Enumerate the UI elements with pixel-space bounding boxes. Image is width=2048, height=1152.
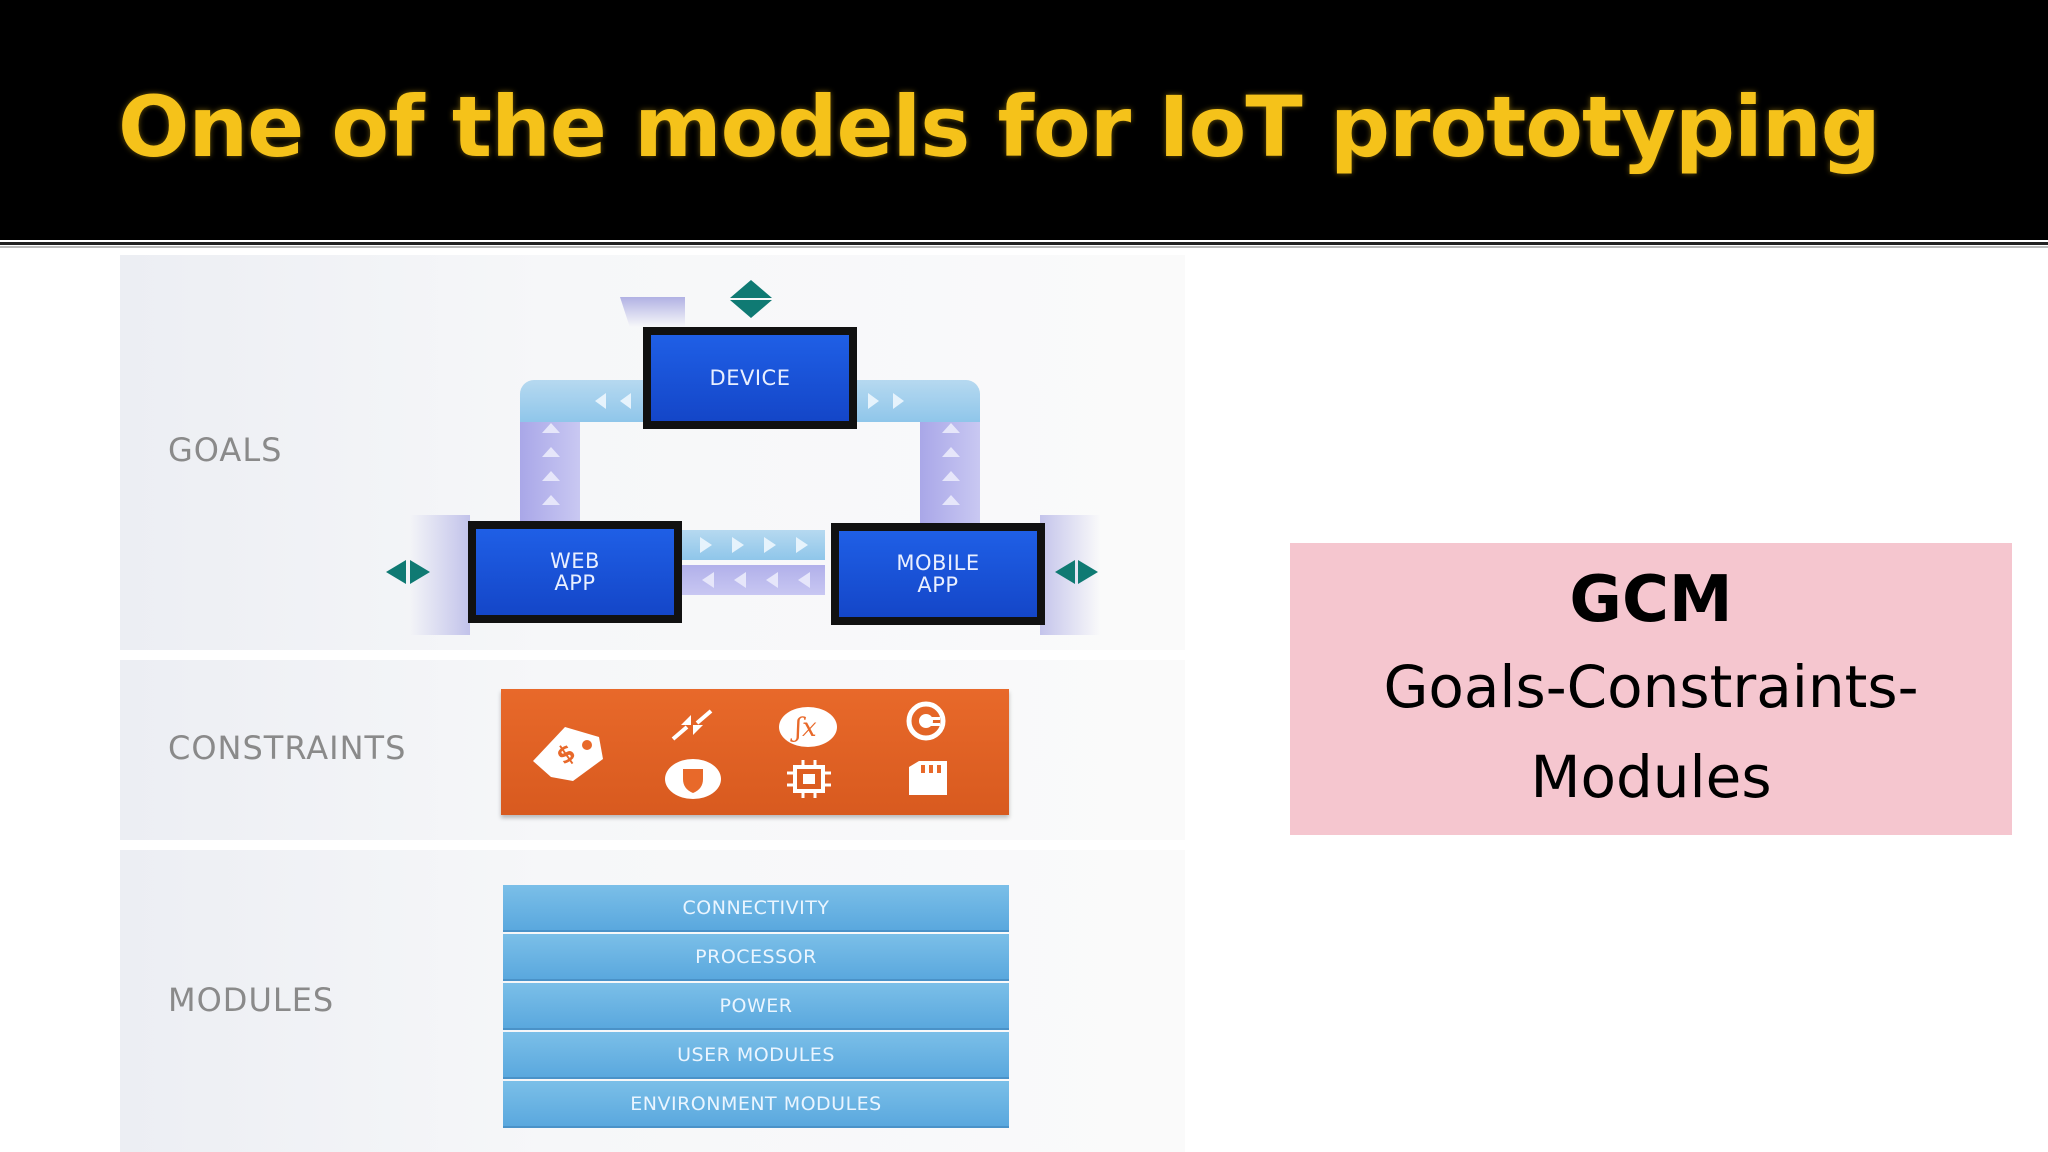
- price-tag-icon: $: [533, 727, 603, 781]
- gcm-title: GCM: [1569, 563, 1733, 637]
- gcm-callout: GCM Goals-Constraints- Modules: [1290, 543, 2012, 835]
- pipe-arrow-icon: [542, 495, 560, 505]
- module-connectivity: CONNECTIVITY: [503, 885, 1009, 932]
- left-connector-pipe: [520, 415, 580, 525]
- gcm-expansion-line2: Modules: [1530, 743, 1772, 811]
- gcm-expansion-line1: Goals-Constraints-: [1383, 653, 1919, 721]
- mobile-app-box: MOBILE APP: [831, 523, 1045, 625]
- constraints-panel: $ ʃx: [501, 689, 1009, 815]
- pipe-arrow-icon: [942, 471, 960, 481]
- arrow-right-icon: [1078, 560, 1098, 584]
- pipe-arrow-icon: [942, 447, 960, 457]
- module-environment-modules: ENVIRONMENT MODULES: [503, 1081, 1009, 1128]
- chip-icon: [787, 760, 831, 798]
- security-shield-icon: [665, 759, 721, 799]
- web-app-label: WEB APP: [550, 549, 600, 595]
- pipe-arrow-icon: [942, 495, 960, 505]
- pipe-arrow-icon: [700, 537, 712, 553]
- arrow-up-icon: [730, 280, 772, 298]
- pipe-arrow-icon: [542, 447, 560, 457]
- pipe-arrow-icon: [734, 572, 746, 588]
- goals-label: GOALS: [168, 431, 283, 469]
- function-icon: ʃx: [779, 707, 837, 747]
- svg-text:ʃx: ʃx: [790, 713, 817, 743]
- pipe-arrow-icon: [542, 423, 560, 433]
- pipe-arrow-icon: [798, 572, 810, 588]
- module-user-modules: USER MODULES: [503, 1032, 1009, 1079]
- left-elbow-pipe: [520, 380, 660, 422]
- module-processor: PROCESSOR: [503, 934, 1009, 981]
- divider-line-light: [0, 246, 2048, 248]
- arrow-right-icon: [410, 560, 430, 584]
- pipe-arrow-icon: [732, 537, 744, 553]
- web-app-box: WEB APP: [468, 521, 682, 623]
- pipe-arrow-icon: [893, 393, 904, 409]
- title-bar: One of the models for IoT prototyping: [0, 0, 2048, 240]
- constraints-label: CONSTRAINTS: [168, 729, 407, 767]
- pipe-arrow-icon: [620, 393, 631, 409]
- pipe-arrow-icon: [764, 537, 776, 553]
- device-box: DEVICE: [643, 327, 857, 429]
- device-label: DEVICE: [709, 366, 791, 390]
- pipe-arrow-icon: [702, 572, 714, 588]
- pipe-arrow-icon: [796, 537, 808, 553]
- power-plug-icon: [906, 701, 946, 741]
- arrow-left-icon: [1055, 560, 1075, 584]
- modules-label: MODULES: [168, 981, 335, 1019]
- compress-icon: [671, 709, 713, 741]
- device-glow: [620, 297, 685, 327]
- arrow-down-icon: [730, 300, 772, 318]
- memory-card-icon: [909, 761, 947, 795]
- divider-line: [0, 242, 2048, 245]
- module-power: POWER: [503, 983, 1009, 1030]
- pipe-arrow-icon: [542, 471, 560, 481]
- arrow-left-icon: [386, 560, 406, 584]
- pipe-arrow-icon: [595, 393, 606, 409]
- pipe-arrow-icon: [868, 393, 879, 409]
- pipe-arrow-icon: [766, 572, 778, 588]
- slide-title: One of the models for IoT prototyping: [118, 78, 1881, 176]
- right-elbow-pipe: [840, 380, 980, 422]
- right-connector-pipe: [920, 415, 980, 525]
- pipe-arrow-icon: [942, 423, 960, 433]
- mobile-app-label: MOBILE APP: [896, 551, 980, 597]
- gcm-diagram: GOALS CONSTRAINTS MODULES DEVICE WEB APP…: [120, 255, 1185, 1152]
